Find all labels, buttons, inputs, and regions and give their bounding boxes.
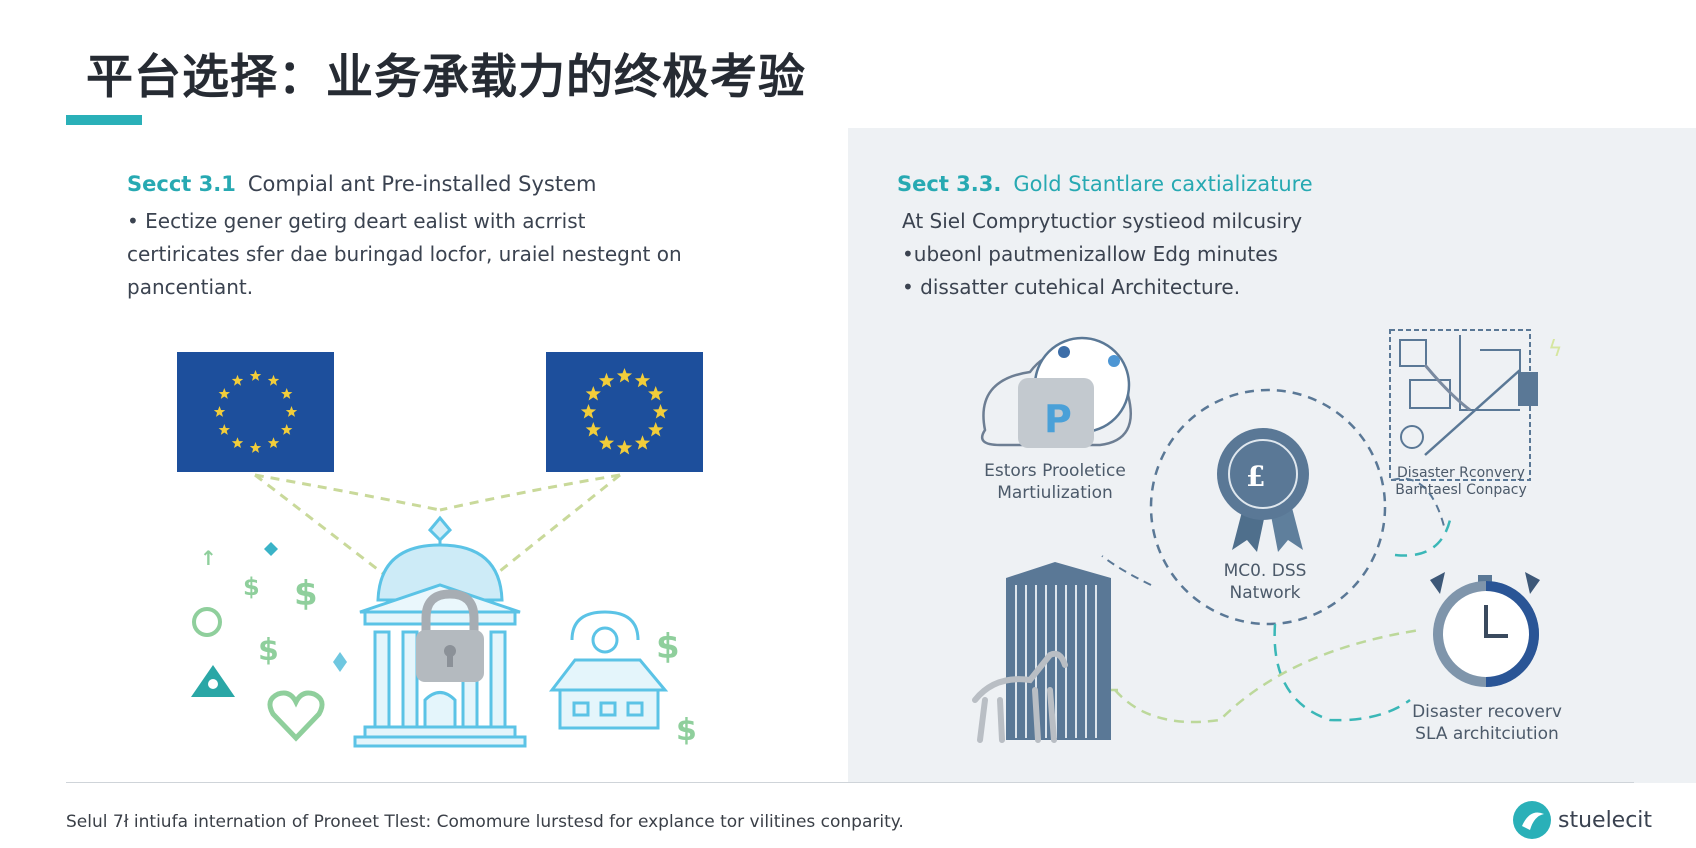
right-section-header: Sect 3.3. Gold Stantlare caxtializature — [897, 172, 1313, 196]
eu-star-icon — [580, 404, 597, 419]
eu-star-icon — [598, 435, 615, 450]
eu-flag-icon — [177, 352, 334, 472]
refresh-icon — [192, 607, 222, 637]
diagram-label-line: Disaster Rconvery — [1397, 465, 1525, 481]
title-accent-bar — [66, 115, 142, 125]
eu-star-icon — [634, 435, 651, 450]
spark-icon: ϟ — [1548, 337, 1563, 362]
diamond-icon — [264, 542, 278, 556]
sparkle-icon — [333, 652, 347, 672]
eu-star-icon — [231, 374, 244, 386]
left-section-body: • Eectize gener getirg deart ealist with… — [127, 205, 682, 304]
clock-icon — [1430, 572, 1540, 687]
eu-star-icon — [634, 372, 651, 388]
eu-star-icon — [267, 374, 280, 386]
eu-star-icon — [281, 388, 293, 399]
right-section-body: At Siel Comprytuctior systieod milcusiry… — [902, 205, 1302, 304]
right-section-line: At Siel Comprytuctior systieod milcusiry — [902, 209, 1303, 233]
left-section-number: Secct 3.1 — [127, 172, 236, 196]
cloud-p-icon: P — [980, 336, 1133, 448]
right-section-line: •ubeonl pautmenizallow Edg minutes — [902, 242, 1278, 266]
left-section-heading: Compial ant Pre-installed System — [247, 172, 597, 196]
right-section-heading: Gold Stantlare caxtializature — [1013, 172, 1313, 196]
dollar-icon: $ — [676, 713, 697, 748]
eu-star-icon — [585, 422, 601, 437]
footer-divider — [66, 782, 1634, 783]
eu-star-icon — [249, 442, 262, 453]
right-section-number: Sect 3.3. — [897, 172, 1002, 196]
eu-star-icon — [652, 404, 669, 419]
eu-star-icon — [648, 422, 664, 437]
svg-text:P: P — [1044, 397, 1072, 441]
eu-star-icon — [267, 437, 280, 448]
diagram-label-line: Natwork — [1229, 583, 1301, 603]
diagram-label-line: MC0. DSS — [1223, 561, 1307, 581]
eu-star-icon — [616, 440, 633, 455]
eu-star-icon — [231, 437, 244, 448]
eu-star-icon — [285, 406, 298, 417]
user-triangle-icon — [191, 665, 235, 697]
brand-mark-icon — [1513, 801, 1551, 839]
brand-name: stuelecit — [1558, 808, 1653, 833]
eu-star-icon — [218, 388, 230, 399]
award-badge-icon: £ — [1217, 428, 1309, 552]
left-section-line: • Eectize gener getirg deart ealist with… — [127, 209, 586, 233]
left-illustration: $ $ $ $ $ ↑ — [177, 352, 703, 748]
eu-star-icon — [616, 368, 633, 383]
diagram-label-line: Barntaesl Conpacy — [1395, 482, 1527, 498]
diagram-label-center: MC0. DSS Natwork — [1195, 560, 1335, 604]
svg-text:£: £ — [1246, 460, 1265, 493]
dollar-icon: $ — [258, 633, 279, 668]
eu-star-icon — [249, 370, 262, 381]
bank-building-icon — [353, 515, 527, 748]
left-section-line: certiricates sfer dae buringad locfor, u… — [127, 242, 682, 266]
eu-flag-icon — [546, 352, 703, 472]
eu-star-icon — [598, 372, 615, 388]
padlock-icon — [416, 589, 484, 682]
dollar-icon: $ — [294, 574, 318, 614]
brand-logo: stuelecit — [1512, 800, 1652, 840]
left-section-header: Secct 3.1 Compial ant Pre-installed Syste… — [127, 172, 596, 196]
diagram-label-line: Estors Prooletice — [984, 461, 1126, 481]
eu-star-icon — [213, 406, 226, 417]
dollar-icon: $ — [243, 573, 260, 601]
diagram-label-top-left: Estors Prooletice Martiulization — [980, 460, 1130, 504]
diagram-label-bottom-right: Disaster recoverv SLA architciution — [1402, 701, 1572, 745]
diagram-label-line: SLA architciution — [1415, 724, 1559, 744]
office-tower-icon — [1006, 562, 1111, 740]
dollar-icon: $ — [656, 627, 680, 667]
heart-icon — [267, 690, 325, 742]
eu-star-icon — [281, 424, 293, 435]
eu-star-icon — [648, 386, 664, 401]
eu-star-icon — [218, 424, 230, 435]
page-title: 平台选择：业务承载力的终极考验 — [86, 50, 806, 105]
right-illustration: P £ ϟ — [972, 329, 1563, 743]
eu-star-icon — [585, 386, 601, 401]
left-section-line: pancentiant. — [127, 275, 254, 299]
footer-caption: Selul 7ł intiufa internation of Proneet … — [66, 812, 904, 832]
animal-figure-icon — [972, 650, 1068, 743]
blueprint-hand-icon — [1389, 329, 1538, 481]
diagram-label-line: Disaster recoverv — [1412, 702, 1562, 722]
right-section-line: • dissatter cutehical Architecture. — [902, 275, 1241, 299]
house-icon — [548, 610, 669, 730]
arrow-up-icon: ↑ — [200, 546, 217, 570]
diagram-label-line: Martiulization — [997, 483, 1113, 503]
diagram-label-top-right: Disaster Rconvery Barntaesl Conpacy — [1386, 465, 1536, 499]
